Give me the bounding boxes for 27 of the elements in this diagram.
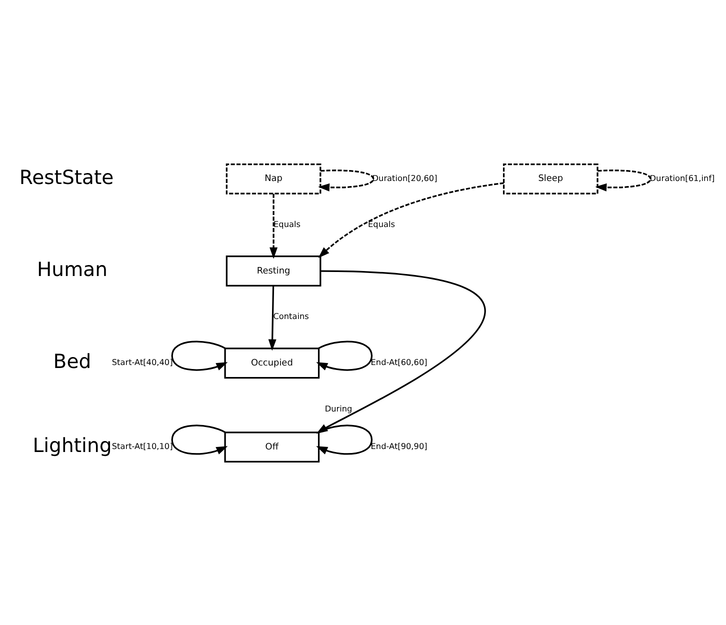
edge-label: Equals: [274, 218, 300, 229]
arrow: [270, 193, 278, 258]
node-box: Nap: [226, 162, 322, 194]
arrow: [268, 285, 276, 350]
edge-label: During: [324, 403, 352, 414]
edge-label: End-At[90,90]: [370, 440, 428, 451]
arrow: [318, 182, 504, 258]
label: Bed: [53, 350, 92, 373]
node-box: Occupied: [224, 347, 320, 378]
edge-label: Start-At[10,10]: [112, 440, 173, 451]
label: Lighting: [32, 434, 112, 457]
label: RestState: [19, 165, 114, 188]
node-box: Sleep: [502, 162, 598, 194]
label: Human: [36, 258, 108, 281]
arrow: [171, 424, 228, 454]
edge-label: Duration[20,60]: [372, 172, 438, 182]
arrow: [316, 340, 373, 370]
arrow: [171, 340, 228, 370]
edge-label: Contains: [273, 310, 309, 321]
edge-label: Start-At[40,40]: [112, 356, 173, 367]
edge-label: Duration[61,inf]: [650, 172, 715, 182]
edge-label: Equals: [368, 218, 396, 229]
node-box: Off: [224, 431, 320, 462]
node-box: Resting: [226, 255, 322, 286]
arrow: [595, 169, 652, 191]
arrow: [318, 169, 374, 191]
edge-label: End-At[60,60]: [370, 356, 428, 367]
